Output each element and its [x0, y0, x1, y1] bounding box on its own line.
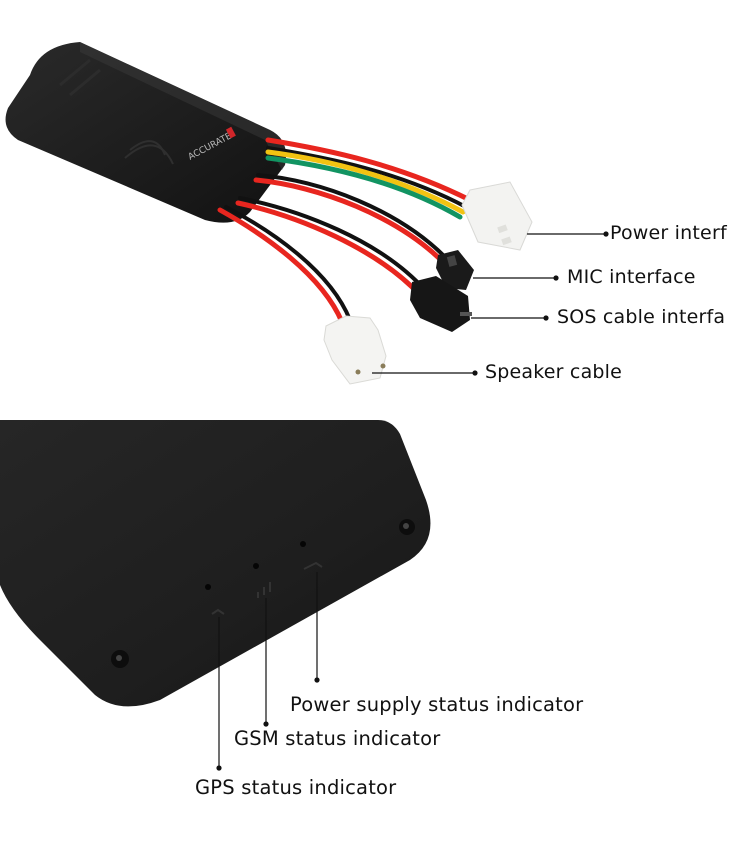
label-gps-status: GPS status indicator: [195, 776, 397, 799]
bottom-callout-lines: [218, 572, 318, 768]
mic-connector: [436, 250, 474, 290]
gps-led: [205, 584, 211, 590]
wire-bundle: [217, 137, 473, 325]
signal-emboss-icon: [257, 582, 271, 598]
label-mic-interface: MIC interface: [567, 266, 696, 288]
gps-emboss-icon: [211, 608, 225, 615]
top-callout-lines: [372, 233, 606, 374]
callout-dot-sos: [543, 315, 549, 321]
gsm-led: [253, 563, 259, 569]
tracker-body-bottom: [0, 420, 431, 707]
callout-dot-power: [603, 231, 609, 237]
power-led: [300, 541, 306, 547]
label-speaker-cable: Speaker cable: [485, 361, 623, 383]
label-power-status: Power supply status indicator: [290, 693, 584, 716]
label-power-interface: Power interf: [610, 222, 727, 244]
callout-dot-power-status: [314, 677, 320, 683]
label-sos-interface: SOS cable interfa: [557, 306, 726, 328]
callout-dot-mic: [553, 275, 559, 281]
power-connector: [461, 181, 533, 251]
label-gsm-status: GSM status indicator: [234, 727, 441, 750]
sos-connector: [410, 276, 472, 332]
speaker-connector: [323, 315, 387, 385]
callout-dot-gps-status: [216, 765, 222, 771]
tracker-body-top: ACCURATE: [5, 42, 287, 223]
callout-dot-speaker: [472, 370, 478, 376]
power-emboss-icon: [303, 561, 323, 570]
callout-dot-gsm-status: [263, 721, 269, 727]
